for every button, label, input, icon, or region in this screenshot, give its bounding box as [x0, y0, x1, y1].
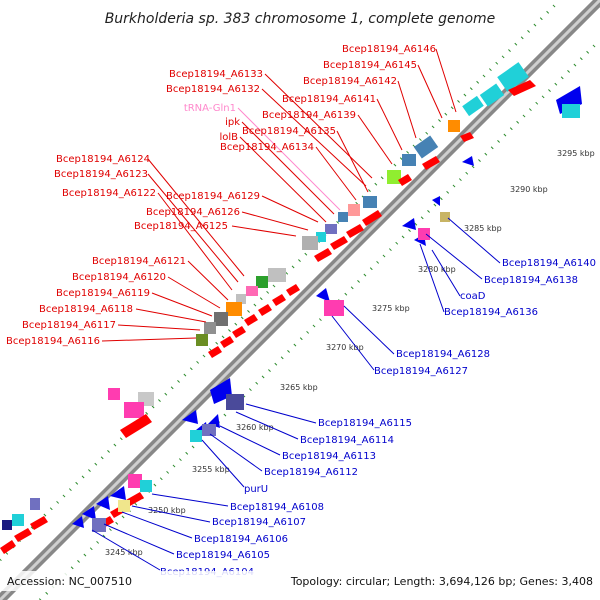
forward-leaders [101, 48, 457, 342]
gene-label[interactable]: Bcep18194_A6135 [242, 126, 336, 137]
topology-text: Topology: circular; Length: 3,694,126 bp… [290, 575, 593, 588]
tick-3280: 3280 kbp [418, 265, 456, 274]
tick-3270: 3270 kbp [326, 343, 364, 352]
gene-label[interactable]: Bcep18194_A6122 [62, 188, 156, 199]
accession-text: Accession: NC_007510 [7, 575, 132, 588]
gene-label[interactable]: Bcep18194_A6116 [6, 336, 100, 347]
tick-3255: 3255 kbp [192, 465, 230, 474]
gene-label[interactable]: lolB [219, 132, 238, 143]
gene-label[interactable]: Bcep18194_A6113 [282, 451, 376, 462]
kbp-ticks: 3245 kbp 3250 kbp 3255 kbp 3260 kbp 3265… [105, 149, 595, 557]
tick-3245: 3245 kbp [105, 548, 143, 557]
reverse-label-group: Bcep18194_A6140 Bcep18194_A6138 coaD Bce… [160, 258, 596, 578]
gene-label[interactable]: Bcep18194_A6115 [318, 418, 412, 429]
gene-label[interactable]: coaD [460, 291, 486, 302]
tick-3250: 3250 kbp [148, 506, 186, 515]
gene-label[interactable]: Bcep18194_A6136 [444, 307, 538, 318]
gene-label[interactable]: Bcep18194_A6106 [194, 534, 288, 545]
tick-3275: 3275 kbp [372, 304, 410, 313]
gene-label[interactable]: Bcep18194_A6119 [56, 288, 150, 299]
gene-label[interactable]: Bcep18194_A6125 [134, 221, 228, 232]
gene-label[interactable]: Bcep18194_A6127 [374, 366, 468, 377]
gene-label[interactable]: Bcep18194_A6133 [169, 69, 263, 80]
gene-label[interactable]: Bcep18194_A6114 [300, 435, 394, 446]
gene-label[interactable]: Bcep18194_A6141 [282, 94, 376, 105]
gene-label[interactable]: Bcep18194_A6140 [502, 258, 596, 269]
gene-label[interactable]: Bcep18194_A6138 [484, 275, 578, 286]
gene-label[interactable]: Bcep18194_A6124 [56, 154, 150, 165]
gene-label[interactable]: Bcep18194_A6129 [166, 191, 260, 202]
gene-label[interactable]: purU [244, 484, 268, 495]
reverse-gene-blocks [92, 104, 580, 532]
gene-label[interactable]: Bcep18194_A6117 [22, 320, 116, 331]
gene-label[interactable]: Bcep18194_A6112 [264, 467, 358, 478]
gene-label[interactable]: ipk [225, 117, 240, 128]
gene-label[interactable]: Bcep18194_A6107 [212, 517, 306, 528]
tick-3260: 3260 kbp [236, 423, 274, 432]
gene-label[interactable]: Bcep18194_A6108 [230, 502, 324, 513]
map-title: Burkholderia sp. 383 chromosome 1, compl… [105, 11, 496, 27]
trna-label[interactable]: tRNA-Gln1 [184, 103, 236, 114]
gene-label[interactable]: Bcep18194_A6142 [303, 76, 397, 87]
gene-label[interactable]: Bcep18194_A6105 [176, 550, 270, 561]
gene-label[interactable]: Bcep18194_A6145 [323, 60, 417, 71]
tick-3265: 3265 kbp [280, 383, 318, 392]
forward-label-group: Bcep18194_A6146 Bcep18194_A6145 Bcep1819… [6, 44, 436, 347]
gene-label[interactable]: Bcep18194_A6118 [39, 304, 133, 315]
gene-label[interactable]: Bcep18194_A6120 [72, 272, 166, 283]
gene-label[interactable]: Bcep18194_A6126 [146, 207, 240, 218]
gene-label[interactable]: Bcep18194_A6121 [92, 256, 186, 267]
lower-dotted-track [38, 38, 600, 600]
gene-label[interactable]: Bcep18194_A6123 [54, 169, 148, 180]
gene-label[interactable]: Bcep18194_A6146 [342, 44, 436, 55]
gene-label[interactable]: Bcep18194_A6134 [220, 142, 314, 153]
gene-label[interactable]: Bcep18194_A6128 [396, 349, 490, 360]
upper-gene-blocks [2, 62, 529, 530]
gene-label[interactable]: Bcep18194_A6139 [262, 110, 356, 121]
gene-label[interactable]: Bcep18194_A6132 [166, 84, 260, 95]
tick-3290: 3290 kbp [510, 185, 548, 194]
tick-3285: 3285 kbp [464, 224, 502, 233]
reverse-leaders [91, 217, 501, 571]
tick-3295: 3295 kbp [557, 149, 595, 158]
